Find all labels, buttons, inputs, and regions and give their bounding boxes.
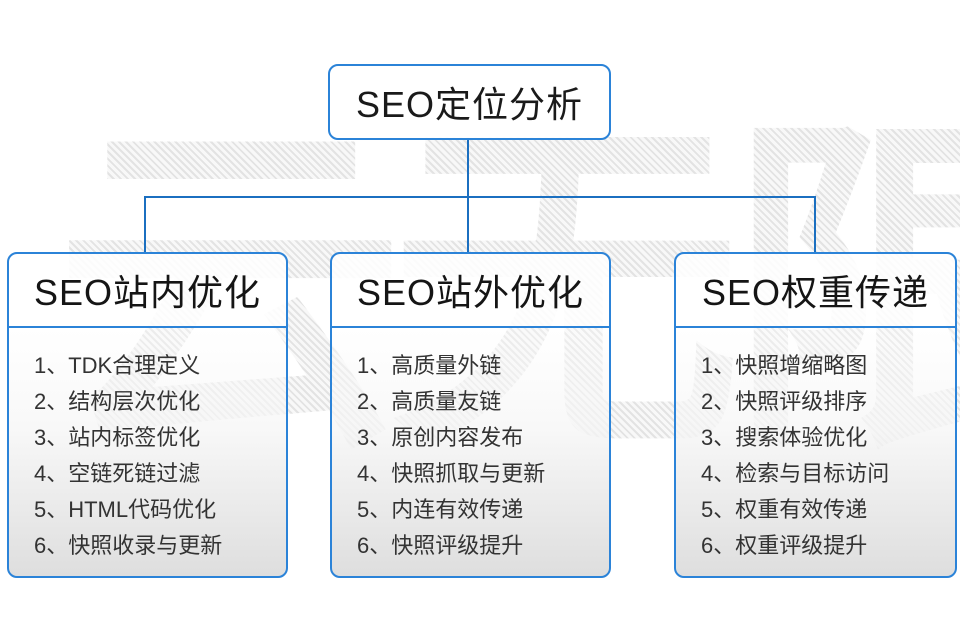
connector-drop-mid xyxy=(467,197,469,254)
list-item: 5、HTML代码优化 xyxy=(34,497,217,522)
branch-title: SEO站内优化 xyxy=(33,272,262,313)
branch-offsite-list: 1、高质量外链 2、高质量友链 3、原创内容发布 4、快照抓取与更新 5、内连有… xyxy=(330,326,611,578)
list-item: 6、权重评级提升 xyxy=(701,533,868,558)
branch-onsite-list: 1、TDK合理定义 2、结构层次优化 3、站内标签优化 4、空链死链过滤 5、H… xyxy=(7,326,288,578)
list-item: 4、空链死链过滤 xyxy=(34,461,201,486)
branch-weight-header: SEO权重传递 xyxy=(674,252,957,328)
branch-title: SEO站外优化 xyxy=(356,272,585,313)
list-item: 2、结构层次优化 xyxy=(34,389,201,414)
list-item: 3、原创内容发布 xyxy=(357,425,524,450)
connector-drop-right xyxy=(814,197,816,254)
list-item: 4、快照抓取与更新 xyxy=(357,461,546,486)
branch-weight-list: 1、快照增缩略图 2、快照评级排序 3、搜索体验优化 4、检索与目标访问 5、权… xyxy=(674,326,957,578)
connector-stem xyxy=(467,139,469,197)
list-item: 4、检索与目标访问 xyxy=(701,461,890,486)
branch-onsite-header: SEO站内优化 xyxy=(7,252,288,328)
branch-offsite-seo: SEO站外优化 1、高质量外链 2、高质量友链 3、原创内容发布 4、快照抓取与… xyxy=(330,252,611,578)
list-item: 3、站内标签优化 xyxy=(34,425,201,450)
root-title: SEO定位分析 xyxy=(355,84,584,125)
connector-drop-left xyxy=(144,197,146,254)
branch-offsite-header: SEO站外优化 xyxy=(330,252,611,328)
list-item: 1、快照增缩略图 xyxy=(701,353,868,378)
branch-title: SEO权重传递 xyxy=(701,272,930,313)
connector-crossbar xyxy=(144,196,816,198)
branch-onsite-seo: SEO站内优化 1、TDK合理定义 2、结构层次优化 3、站内标签优化 4、空链… xyxy=(7,252,288,578)
list-item: 2、高质量友链 xyxy=(357,389,502,414)
list-item: 1、高质量外链 xyxy=(357,353,502,378)
node-seo-positioning-analysis: SEO定位分析 xyxy=(328,64,611,140)
list-item: 6、快照评级提升 xyxy=(357,533,524,558)
branch-weight-transfer: SEO权重传递 1、快照增缩略图 2、快照评级排序 3、搜索体验优化 4、检索与… xyxy=(674,252,957,578)
list-item: 1、TDK合理定义 xyxy=(34,353,201,378)
list-item: 5、内连有效传递 xyxy=(357,497,524,522)
list-item: 2、快照评级排序 xyxy=(701,389,868,414)
list-item: 5、权重有效传递 xyxy=(701,497,868,522)
list-item: 6、快照收录与更新 xyxy=(34,533,223,558)
list-item: 3、搜索体验优化 xyxy=(701,425,868,450)
